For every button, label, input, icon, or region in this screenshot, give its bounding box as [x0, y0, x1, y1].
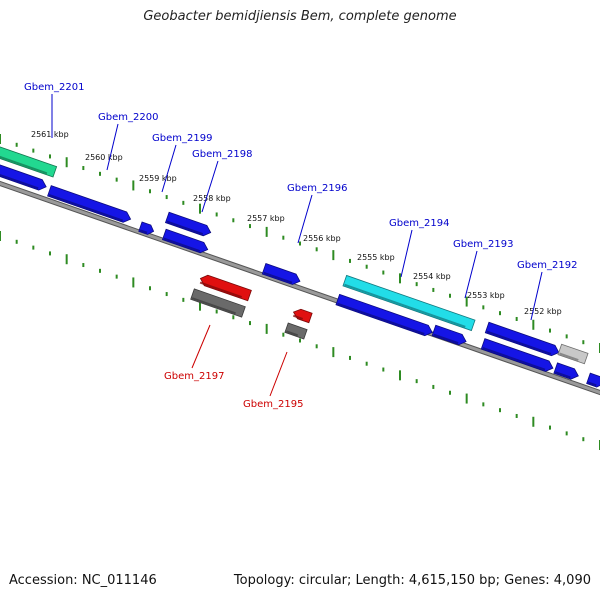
tick-rows	[0, 134, 600, 450]
tick-labels: 2561 kbp 2560 kbp 2559 kbp 2558 kbp 2557 kbp…	[31, 130, 562, 316]
tick-label: 2555 kbp	[357, 253, 395, 262]
tick-label: 2559 kbp	[139, 174, 177, 183]
gene-label-forward: Gbem_2200	[98, 112, 158, 123]
gene-label-forward: Gbem_2192	[517, 260, 577, 271]
accession-text: Accession: NC_011146	[9, 573, 157, 588]
gene-feature	[138, 221, 155, 235]
gene-label-forward: Gbem_2198	[192, 149, 252, 160]
tick-label: 2557 kbp	[247, 214, 285, 223]
label-leader-line	[269, 351, 288, 397]
tick-label: 2561 kbp	[31, 130, 69, 139]
gene-feature	[431, 324, 467, 346]
gene-feature	[557, 343, 589, 365]
gene-feature	[284, 322, 308, 340]
gene-labels: Gbem_2201Gbem_2200Gbem_2199Gbem_2198Gbem…	[24, 82, 577, 410]
gene-feature	[199, 274, 252, 302]
label-leader-line	[297, 194, 313, 244]
tick-label: 2552 kbp	[524, 307, 562, 316]
gene-feature	[335, 293, 433, 337]
gene-feature	[480, 338, 554, 372]
label-leader-line	[191, 324, 211, 369]
label-leader-line	[400, 229, 413, 278]
gene-feature	[292, 308, 313, 324]
gene-feature	[190, 288, 246, 318]
gene-feature	[484, 321, 560, 357]
label-leader-line	[530, 271, 543, 321]
gene-feature	[553, 362, 579, 380]
label-leader-line	[161, 144, 177, 193]
gene-label-forward: Gbem_2199	[152, 133, 212, 144]
tick-label: 2553 kbp	[467, 291, 505, 300]
gene-feature	[0, 140, 58, 178]
gene-label-reverse: Gbem_2195	[243, 399, 303, 410]
gene-feature	[586, 372, 600, 388]
tick-label: 2560 kbp	[85, 153, 123, 162]
gene-feature	[0, 159, 47, 191]
label-leader-line	[201, 160, 219, 213]
label-leader-line	[464, 250, 478, 299]
label-leader-line	[106, 123, 119, 171]
gene-label-forward: Gbem_2201	[24, 82, 84, 93]
genome-backbone	[0, 180, 600, 396]
tick-label: 2558 kbp	[193, 194, 231, 203]
gene-label-forward: Gbem_2193	[453, 239, 513, 250]
features	[0, 140, 600, 388]
gene-label-forward: Gbem_2196	[287, 183, 347, 194]
tick-row-lower	[0, 231, 600, 450]
tick-row-upper	[0, 134, 600, 353]
gene-feature	[161, 228, 209, 254]
gene-label-reverse: Gbem_2197	[164, 371, 224, 382]
gene-feature	[47, 185, 132, 223]
gene-feature	[261, 263, 301, 285]
gene-feature	[164, 211, 212, 237]
gene-feature	[342, 274, 476, 332]
gene-label-forward: Gbem_2194	[389, 218, 449, 229]
genome-summary-text: Topology: circular; Length: 4,615,150 bp…	[233, 573, 591, 588]
map-title: Geobacter bemidjiensis Bem, complete gen…	[143, 9, 457, 24]
tick-label: 2556 kbp	[303, 234, 341, 243]
tick-label: 2554 kbp	[413, 272, 451, 281]
